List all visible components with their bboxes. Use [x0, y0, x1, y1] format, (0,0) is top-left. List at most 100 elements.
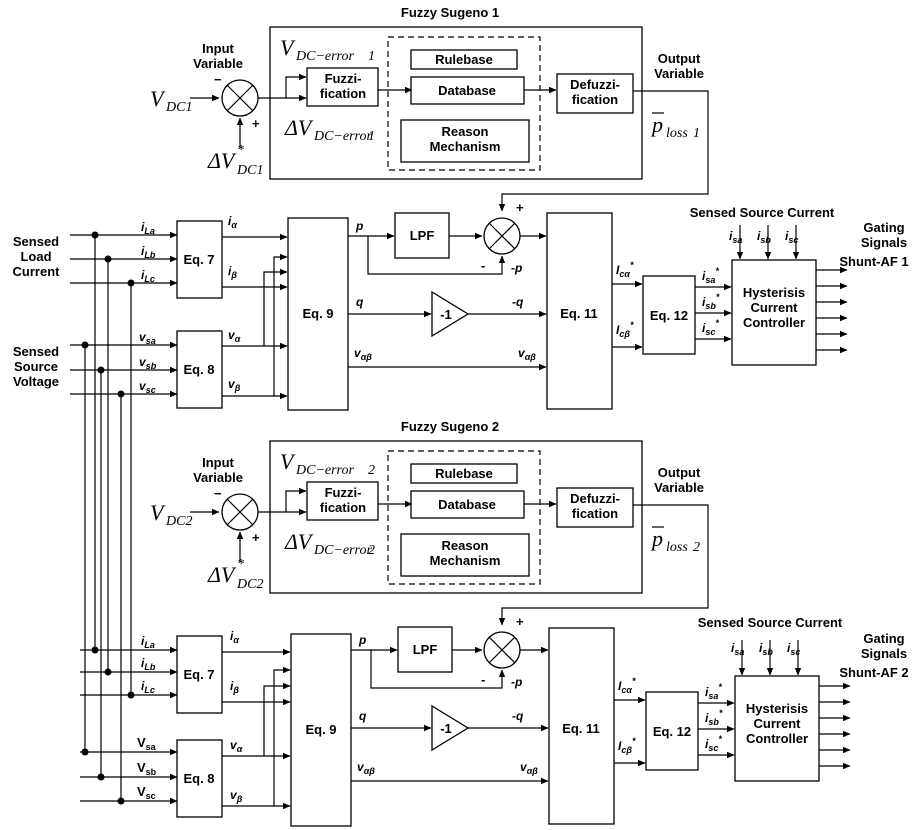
summing-junction-1 — [221, 79, 259, 117]
gain-label-2: -1 — [440, 721, 452, 736]
eq8-label-2: Eq. 8 — [183, 771, 214, 786]
svg-text:vαβ: vαβ — [354, 346, 372, 362]
svg-text:isb*: isb* — [705, 708, 723, 727]
gain-block-2 — [431, 704, 470, 752]
eq9-block-2 — [290, 633, 352, 827]
svg-text:iβ: iβ — [228, 264, 237, 280]
vdc-error2-index: 2 — [368, 463, 375, 478]
svg-text:isc*: isc* — [705, 734, 722, 753]
svg-text:vαβ: vαβ — [357, 760, 375, 776]
eq9-label-2: Eq. 9 — [305, 722, 336, 737]
fuzzification-label-2: Fuzzi-fication — [320, 485, 366, 515]
defuzzification-block-2 — [556, 487, 634, 528]
sensed-source-current-label-2: Sensed Source Current — [698, 615, 843, 630]
database-label-1: Database — [438, 83, 496, 98]
database-label-2: Database — [438, 497, 496, 512]
rulebase-block-2 — [410, 463, 518, 484]
svg-text:isc: isc — [787, 641, 800, 657]
dvdc2-subscript: DC2 — [236, 577, 263, 592]
hysteresis-controller-1 — [731, 259, 817, 366]
vdc-error1-subscript: DC−error — [295, 49, 354, 64]
dvdc-error1-label: ΔV DC−error 1 — [284, 115, 375, 144]
shunt-af-2-label: Shunt-AF 2 — [839, 665, 908, 680]
fuzzification-label-1: Fuzzi-fication — [320, 71, 366, 101]
hysteresis-controller-2 — [734, 675, 820, 782]
svg-text:vαβ: vαβ — [518, 346, 536, 362]
rulebase-label-1: Rulebase — [435, 52, 493, 67]
ploss2-label: p loss 2 — [650, 526, 700, 555]
dvdc2-star-label: ΔV * DC2 — [207, 557, 263, 592]
eq11-label-2: Eq. 11 — [562, 721, 600, 736]
vbeta-branch-2 — [273, 666, 291, 806]
svg-text:isa: isa — [731, 641, 744, 657]
eq8-block-2 — [176, 739, 223, 818]
svg-text:isa*: isa* — [705, 682, 722, 701]
vdc-error1-label: V DC−error 1 — [280, 35, 375, 64]
svg-text:isc: isc — [785, 229, 798, 245]
fuzzy-inference-dashed-box-2 — [387, 450, 541, 585]
lpf-label-2: LPF — [413, 642, 438, 657]
svg-text:vα: vα — [230, 738, 243, 754]
dvdc-error2-index: 2 — [368, 543, 375, 558]
svg-text:iβ: iβ — [230, 679, 239, 695]
eq7-eq8-output-labels-2: iα iβ vα vβ — [230, 629, 243, 804]
p-label-2: p — [358, 633, 366, 647]
reason-mechanism-block-1 — [400, 119, 530, 163]
dvdc-error1-symbol: ΔV — [284, 115, 314, 140]
sum2-minus-sign: − — [214, 486, 222, 501]
ploss2-subscript: loss — [666, 540, 688, 555]
shunt-af-1-label: Shunt-AF 1 — [839, 254, 908, 269]
vdc-error2-symbol: V — [280, 449, 296, 474]
svg-text:iLa: iLa — [141, 634, 155, 650]
ic-labels-1: Icα* Icβ* — [616, 260, 634, 339]
eq11-block-2 — [548, 627, 615, 825]
dvdc2-star: * — [237, 557, 244, 572]
svg-text:Icβ*: Icβ* — [616, 320, 634, 339]
ploss1-feedback-wire — [498, 90, 709, 212]
eq7-label-2: Eq. 7 — [183, 667, 214, 682]
sum-p1-minus-sign: - — [481, 258, 485, 273]
eq7-block-2 — [176, 635, 223, 714]
neg-q-label-1: -q — [512, 295, 524, 309]
sum2-plus-sign: + — [252, 530, 260, 545]
svg-text:Vsb: Vsb — [137, 760, 157, 777]
eq7-label-1: Eq. 7 — [183, 252, 214, 267]
vdc-error1-symbol: V — [280, 35, 296, 60]
neg-q-label-2: -q — [512, 709, 524, 723]
summing-junction-p-1 — [483, 217, 521, 255]
dvdc1-subscript: DC1 — [236, 163, 263, 178]
svg-text:iLb: iLb — [141, 244, 156, 260]
svg-text:iLc: iLc — [141, 268, 155, 284]
p-bypass-wire-2 — [370, 650, 506, 689]
svg-text:isb*: isb* — [702, 292, 720, 311]
vdc2-symbol: V — [150, 500, 166, 525]
rulebase-label-2: Rulebase — [435, 466, 493, 481]
eq7-block-1 — [176, 220, 223, 299]
dvdc2-symbol: ΔV — [207, 562, 237, 587]
p-bypass-wire-1 — [367, 236, 506, 275]
svg-text:isa*: isa* — [702, 266, 719, 285]
sum1-minus-sign: − — [214, 72, 222, 87]
p-label-1: p — [355, 219, 363, 233]
svg-text:isa: isa — [729, 229, 742, 245]
sensed-source-current-label-1: Sensed Source Current — [690, 205, 835, 220]
ic-labels-2: Icα* Icβ* — [618, 676, 636, 755]
gain-block-1 — [431, 290, 470, 338]
svg-text:isc*: isc* — [702, 318, 719, 337]
dvdc-error2-label: ΔV DC−error 2 — [284, 529, 375, 558]
vdc1-symbol: V — [150, 86, 166, 111]
svg-text:Icβ*: Icβ* — [618, 736, 636, 755]
ploss2-feedback-wire — [498, 504, 709, 626]
svg-text:vβ: vβ — [228, 377, 241, 393]
vdc1-subscript: DC1 — [165, 100, 192, 115]
